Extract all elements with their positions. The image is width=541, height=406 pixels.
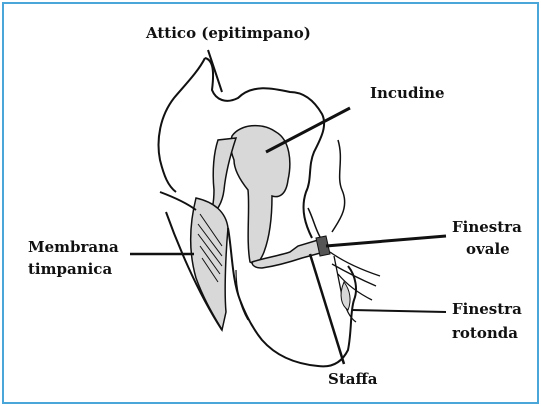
label-tympanic-line2: timpanica bbox=[28, 260, 112, 278]
round-window-membrane bbox=[341, 282, 350, 310]
leader-round bbox=[352, 310, 446, 312]
leader-oval bbox=[326, 236, 446, 246]
ear-canal-upper bbox=[160, 192, 196, 210]
middle-ear-cavity bbox=[228, 228, 356, 366]
label-round-line1: Finestra bbox=[452, 300, 522, 318]
label-oval-line1: Finestra bbox=[452, 218, 522, 236]
leader-attic bbox=[208, 50, 222, 92]
label-attic: Attico (epitimpano) bbox=[145, 24, 311, 42]
label-tympanic-line1: Membrana bbox=[28, 238, 119, 256]
incus-bone bbox=[231, 126, 290, 264]
leader-incus bbox=[266, 108, 350, 152]
leader-stapes bbox=[310, 254, 344, 364]
label-round-line2: rotonda bbox=[452, 324, 518, 342]
label-oval-line2: ovale bbox=[466, 240, 510, 258]
label-stapes: Staffa bbox=[328, 370, 378, 388]
label-incus: Incudine bbox=[370, 84, 445, 102]
